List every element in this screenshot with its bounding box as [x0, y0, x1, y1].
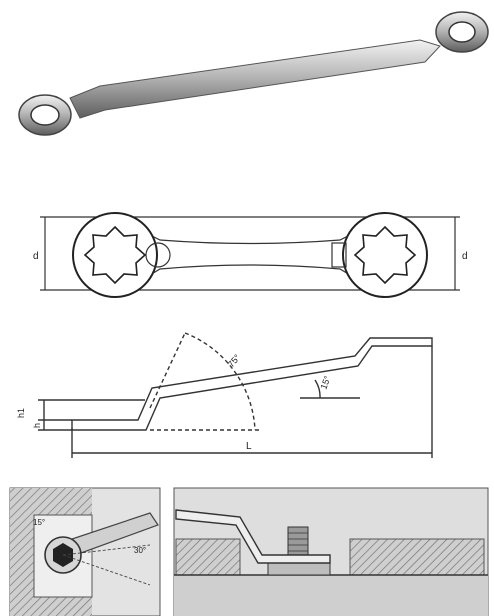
label-angle-15: 15°: [318, 374, 332, 391]
usage-left-panel: 15° 30°: [9, 487, 161, 616]
top-view-right-ring: [331, 212, 428, 298]
label-length: L: [246, 441, 252, 452]
label-d-left: d: [33, 251, 39, 262]
label-angle-a: 15°: [33, 518, 45, 527]
label-h1: h1: [16, 408, 26, 418]
left-ring-head: [18, 94, 72, 136]
label-angle-b: 30°: [134, 546, 146, 555]
side-view-drawing: h1 h 75° 15° L: [16, 332, 433, 458]
side-profile: [71, 337, 433, 431]
top-view-drawing: d d: [33, 212, 468, 298]
right-ring-head: [435, 11, 489, 53]
label-angle-75: 75°: [226, 352, 243, 369]
usage-panels: 15° 30°: [9, 487, 489, 616]
usage-right-panel: [173, 487, 489, 616]
spanner-photo: [18, 11, 489, 136]
label-d-right: d: [462, 251, 468, 262]
spanner-shaft: [69, 39, 441, 119]
top-view-left-ring: [72, 212, 171, 298]
offset-spanner-over-bolt-icon: [175, 509, 331, 576]
label-h: h: [32, 423, 42, 428]
